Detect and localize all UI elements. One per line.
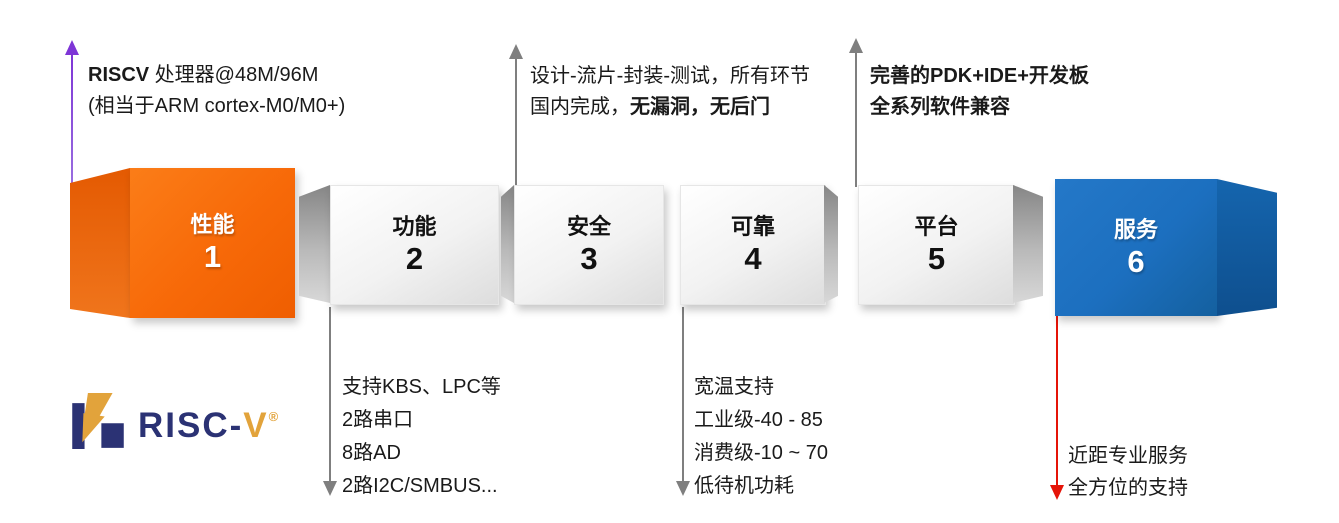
function-down-arrow-shaft (329, 307, 331, 483)
box-performance-number: 1 (203, 239, 222, 274)
box-security-side (501, 185, 514, 303)
security-note: 设计-流片-封装-测试，所有环节 国内完成，无漏洞，无后门 (530, 61, 810, 123)
reliability-down-arrow-icon (676, 481, 690, 496)
box-function-side (299, 185, 330, 303)
box-function: 功能 2 (330, 185, 499, 305)
box-service: 服务 6 (1055, 179, 1217, 316)
box-function-label: 功能 (392, 214, 437, 239)
box-reliability: 可靠 4 (680, 185, 826, 305)
box-platform-label: 平台 (914, 214, 959, 239)
reliability-list-item: 消费级-10 ~ 70 (694, 442, 828, 464)
function-list-item: 2路I2C/SMBUS... (342, 475, 498, 497)
service-list-item: 近距专业服务 (1068, 445, 1188, 467)
performance-note: RISCV 处理器@48M/96M (相当于ARM cortex-M0/M0+) (88, 60, 345, 122)
box-reliability-number: 4 (744, 241, 762, 276)
function-down-arrow-icon (323, 481, 337, 496)
platform-note: 完善的PDK+IDE+开发板 全系列软件兼容 (870, 61, 1089, 123)
platform-up-arrow-shaft (855, 52, 857, 187)
security-note-line2: 国内完成，无漏洞，无后门 (530, 96, 770, 118)
performance-up-arrow-shaft (71, 54, 73, 188)
riscv-logo-wordmark: RISC-V® (138, 405, 279, 445)
performance-up-arrow-icon (65, 40, 79, 55)
security-up-arrow-icon (509, 44, 523, 59)
box-service-number: 6 (1127, 243, 1145, 279)
service-down-arrow-icon (1050, 485, 1064, 500)
function-list-item: 2路串口 (342, 409, 414, 431)
performance-note-line2: (相当于ARM cortex-M0/M0+) (88, 95, 346, 117)
reliability-list-item: 工业级-40 - 85 (694, 409, 823, 431)
security-up-arrow-shaft (515, 58, 517, 187)
function-list-item: 支持KBS、LPC等 (342, 376, 501, 398)
platform-note-line2: 全系列软件兼容 (870, 96, 1010, 118)
platform-up-arrow-icon (849, 38, 863, 53)
function-list: 支持KBS、LPC等 2路串口 8路AD 2路I2C/SMBUS... (342, 371, 501, 503)
box-security-number: 3 (580, 241, 598, 276)
security-note-line1: 设计-流片-封装-测试，所有环节 (530, 65, 810, 87)
service-list-item: 全方位的支持 (1068, 477, 1188, 499)
box-performance-side (70, 168, 130, 318)
box-platform-number: 5 (927, 241, 946, 276)
service-down-arrow-shaft (1056, 314, 1058, 487)
box-security-label: 安全 (566, 214, 611, 239)
reliability-down-arrow-shaft (682, 307, 684, 483)
box-service-label: 服务 (1113, 216, 1158, 242)
box-platform-side (1013, 185, 1043, 303)
performance-note-line1: RISCV 处理器@48M/96M (88, 64, 319, 86)
box-performance: 性能 1 (130, 168, 295, 318)
box-reliability-side (824, 185, 838, 303)
box-reliability-label: 可靠 (730, 214, 775, 239)
box-service-side (1217, 179, 1277, 316)
platform-note-line1: 完善的PDK+IDE+开发板 (870, 65, 1089, 87)
reliability-list-item: 低待机功耗 (694, 475, 794, 497)
riscv-logo: RISC-V® (70, 392, 278, 450)
reliability-list: 宽温支持 工业级-40 - 85 消费级-10 ~ 70 低待机功耗 (694, 371, 828, 503)
box-performance-label: 性能 (190, 212, 235, 237)
reliability-list-item: 宽温支持 (694, 376, 774, 398)
box-platform: 平台 5 (858, 185, 1015, 305)
box-function-number: 2 (405, 241, 424, 276)
service-list: 近距专业服务 全方位的支持 (1068, 440, 1188, 504)
function-list-item: 8路AD (342, 442, 401, 464)
riscv-logo-icon (72, 393, 124, 449)
box-security: 安全 3 (514, 185, 664, 305)
